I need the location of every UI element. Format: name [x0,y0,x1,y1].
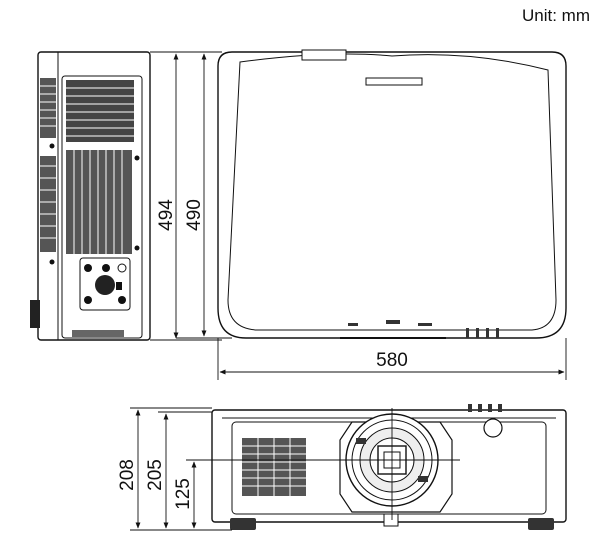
dim-label-580: 580 [376,350,408,371]
dim-label-125: 125 [173,478,194,510]
front-view [211,404,567,530]
top-view [217,49,567,339]
front-sensor [483,418,503,438]
side-vent-lines [40,85,134,254]
front-vent-lines [242,438,306,496]
side-rear-connector [30,300,40,328]
side-slits-upper [40,78,56,138]
lens-assembly [339,413,453,513]
dim-label-205: 205 [145,459,166,491]
side-panel [61,75,143,339]
foot-center [383,513,399,527]
side-view [30,51,151,341]
dimension-lines [130,51,567,531]
dim-label-494: 494 [156,199,177,231]
front-indicator-tabs [468,404,502,412]
side-slits-lower [40,156,56,252]
unit-label: Unit: mm [522,6,590,25]
control-buttons [84,263,127,304]
side-bottom-vent [72,330,124,337]
foot-left [230,518,256,530]
side-vent-top [66,80,134,142]
top-body-outline [217,51,567,339]
top-indicators [348,320,499,338]
foot-right [528,518,554,530]
top-latch [301,49,347,61]
side-vent-middle [66,150,132,254]
dim-label-490: 490 [184,199,205,231]
dim-label-208: 208 [117,459,138,491]
top-slot [365,77,423,86]
